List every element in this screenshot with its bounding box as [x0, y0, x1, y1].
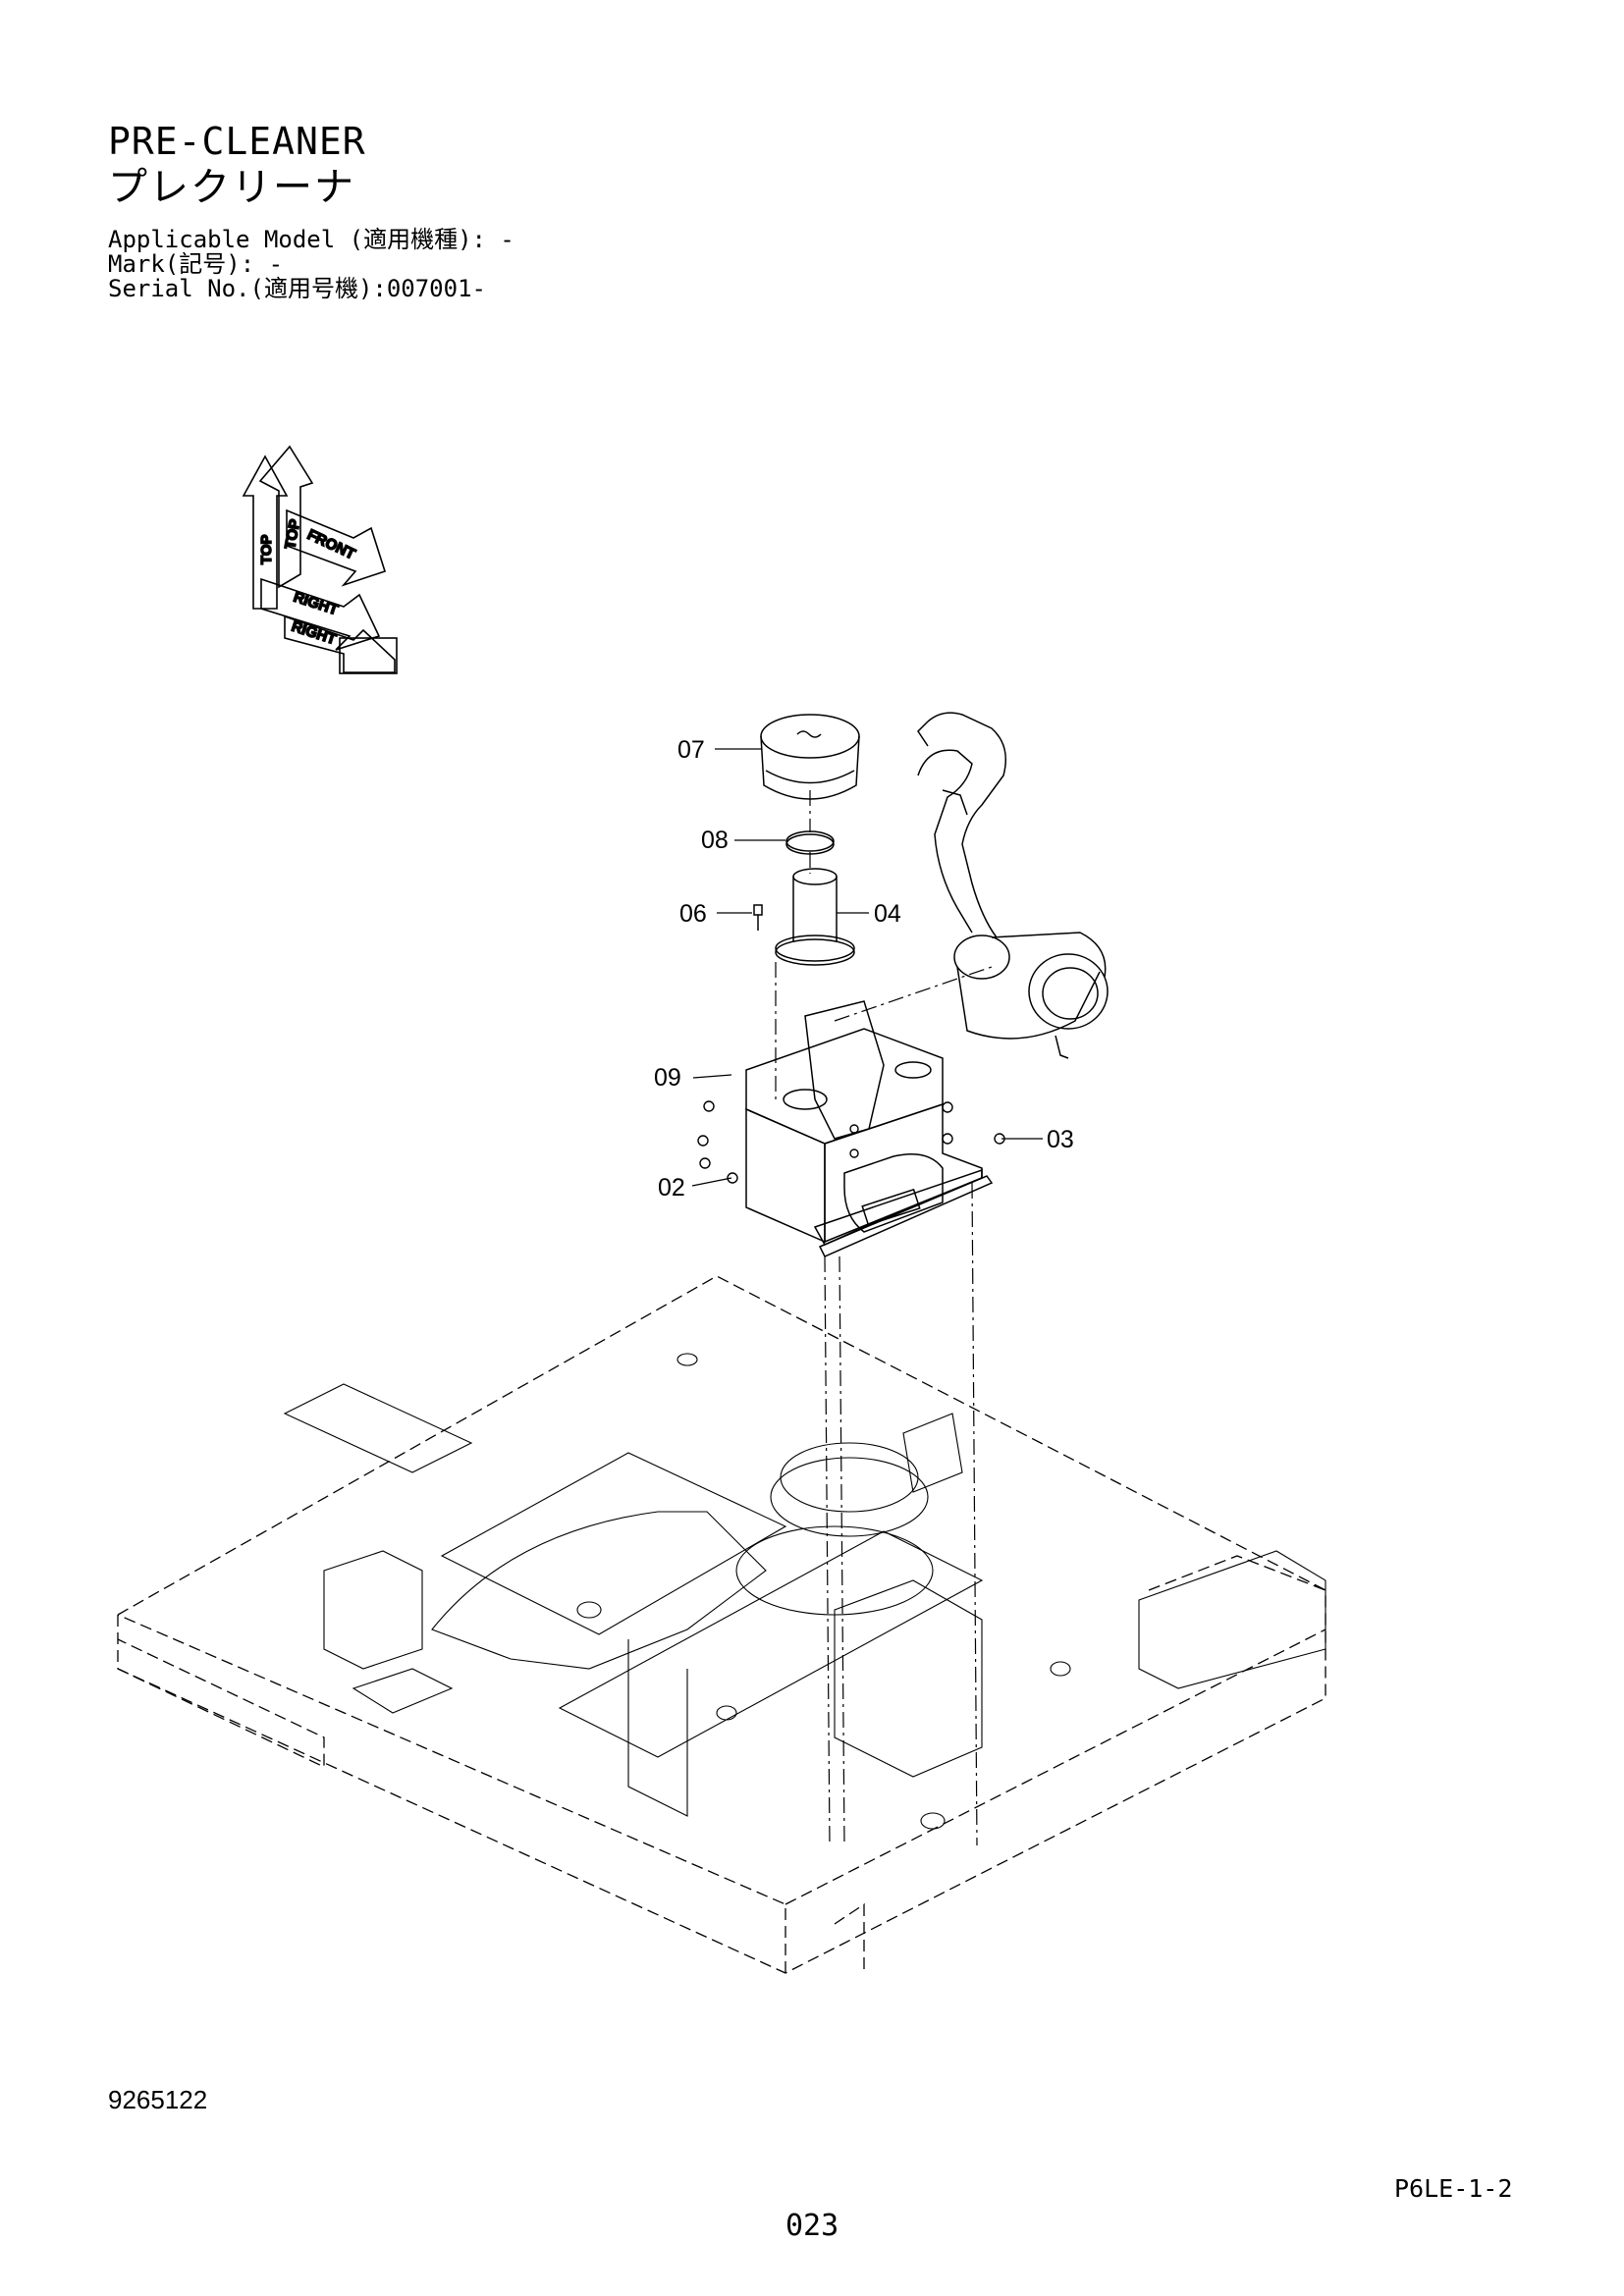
callout-06: 06: [679, 900, 707, 928]
front-arrow-icon: [286, 508, 387, 587]
callout-08: 08: [701, 827, 729, 854]
mark: Mark(記号): -: [108, 250, 284, 278]
orientation-indicator: TOP TOP FRONT RIGHT RIGHT: [242, 445, 398, 674]
callout-02: 02: [658, 1174, 685, 1201]
upperstructure-frame: [117, 1275, 1326, 1974]
corner-block: [339, 637, 398, 674]
assembly-guide-lines: [775, 790, 993, 1846]
callout-04: 04: [874, 900, 901, 928]
callout-leaders: [691, 748, 1043, 1187]
frame-internal-structure: [283, 1353, 1326, 1830]
mounting-bracket: [745, 1000, 994, 1257]
o-ring: [785, 830, 835, 855]
right-arrow-icon: [260, 577, 381, 651]
right-arrow-lower-icon: [284, 614, 396, 673]
air-cleaner-assembly: [917, 712, 1109, 1059]
serial-number: Serial No.(適用号機):007001-: [108, 275, 486, 302]
applicable-model: Applicable Model (適用機種): -: [108, 226, 514, 253]
orientation-front-label: FRONT: [304, 526, 357, 562]
page-reference: P6LE-1-2: [1394, 2174, 1513, 2203]
document-number: 9265122: [108, 2085, 208, 2114]
page-number: 023: [785, 2209, 839, 2243]
orientation-right-label-lower: RIGHT: [290, 618, 339, 649]
top-arrow-back-icon: [258, 445, 314, 589]
intake-tube: [775, 868, 855, 966]
orientation-top-label-back: TOP: [282, 518, 303, 551]
top-arrow-icon: [242, 454, 289, 610]
callout-07: 07: [677, 736, 705, 764]
callout-03: 03: [1047, 1126, 1074, 1153]
model-info: Applicable Model (適用機種): - Mark(記号): - S…: [108, 228, 514, 301]
page-title-japanese: プレクリーナ: [108, 165, 355, 210]
callout-09: 09: [654, 1064, 681, 1092]
bracket-bolts: [697, 1100, 1005, 1184]
page-title: PRE-CLEANER: [108, 120, 366, 163]
pre-cleaner-cap: [760, 714, 860, 800]
orientation-right-label: RIGHT: [292, 589, 341, 619]
orientation-top-label: TOP: [258, 534, 275, 564]
bolt: [753, 904, 763, 931]
